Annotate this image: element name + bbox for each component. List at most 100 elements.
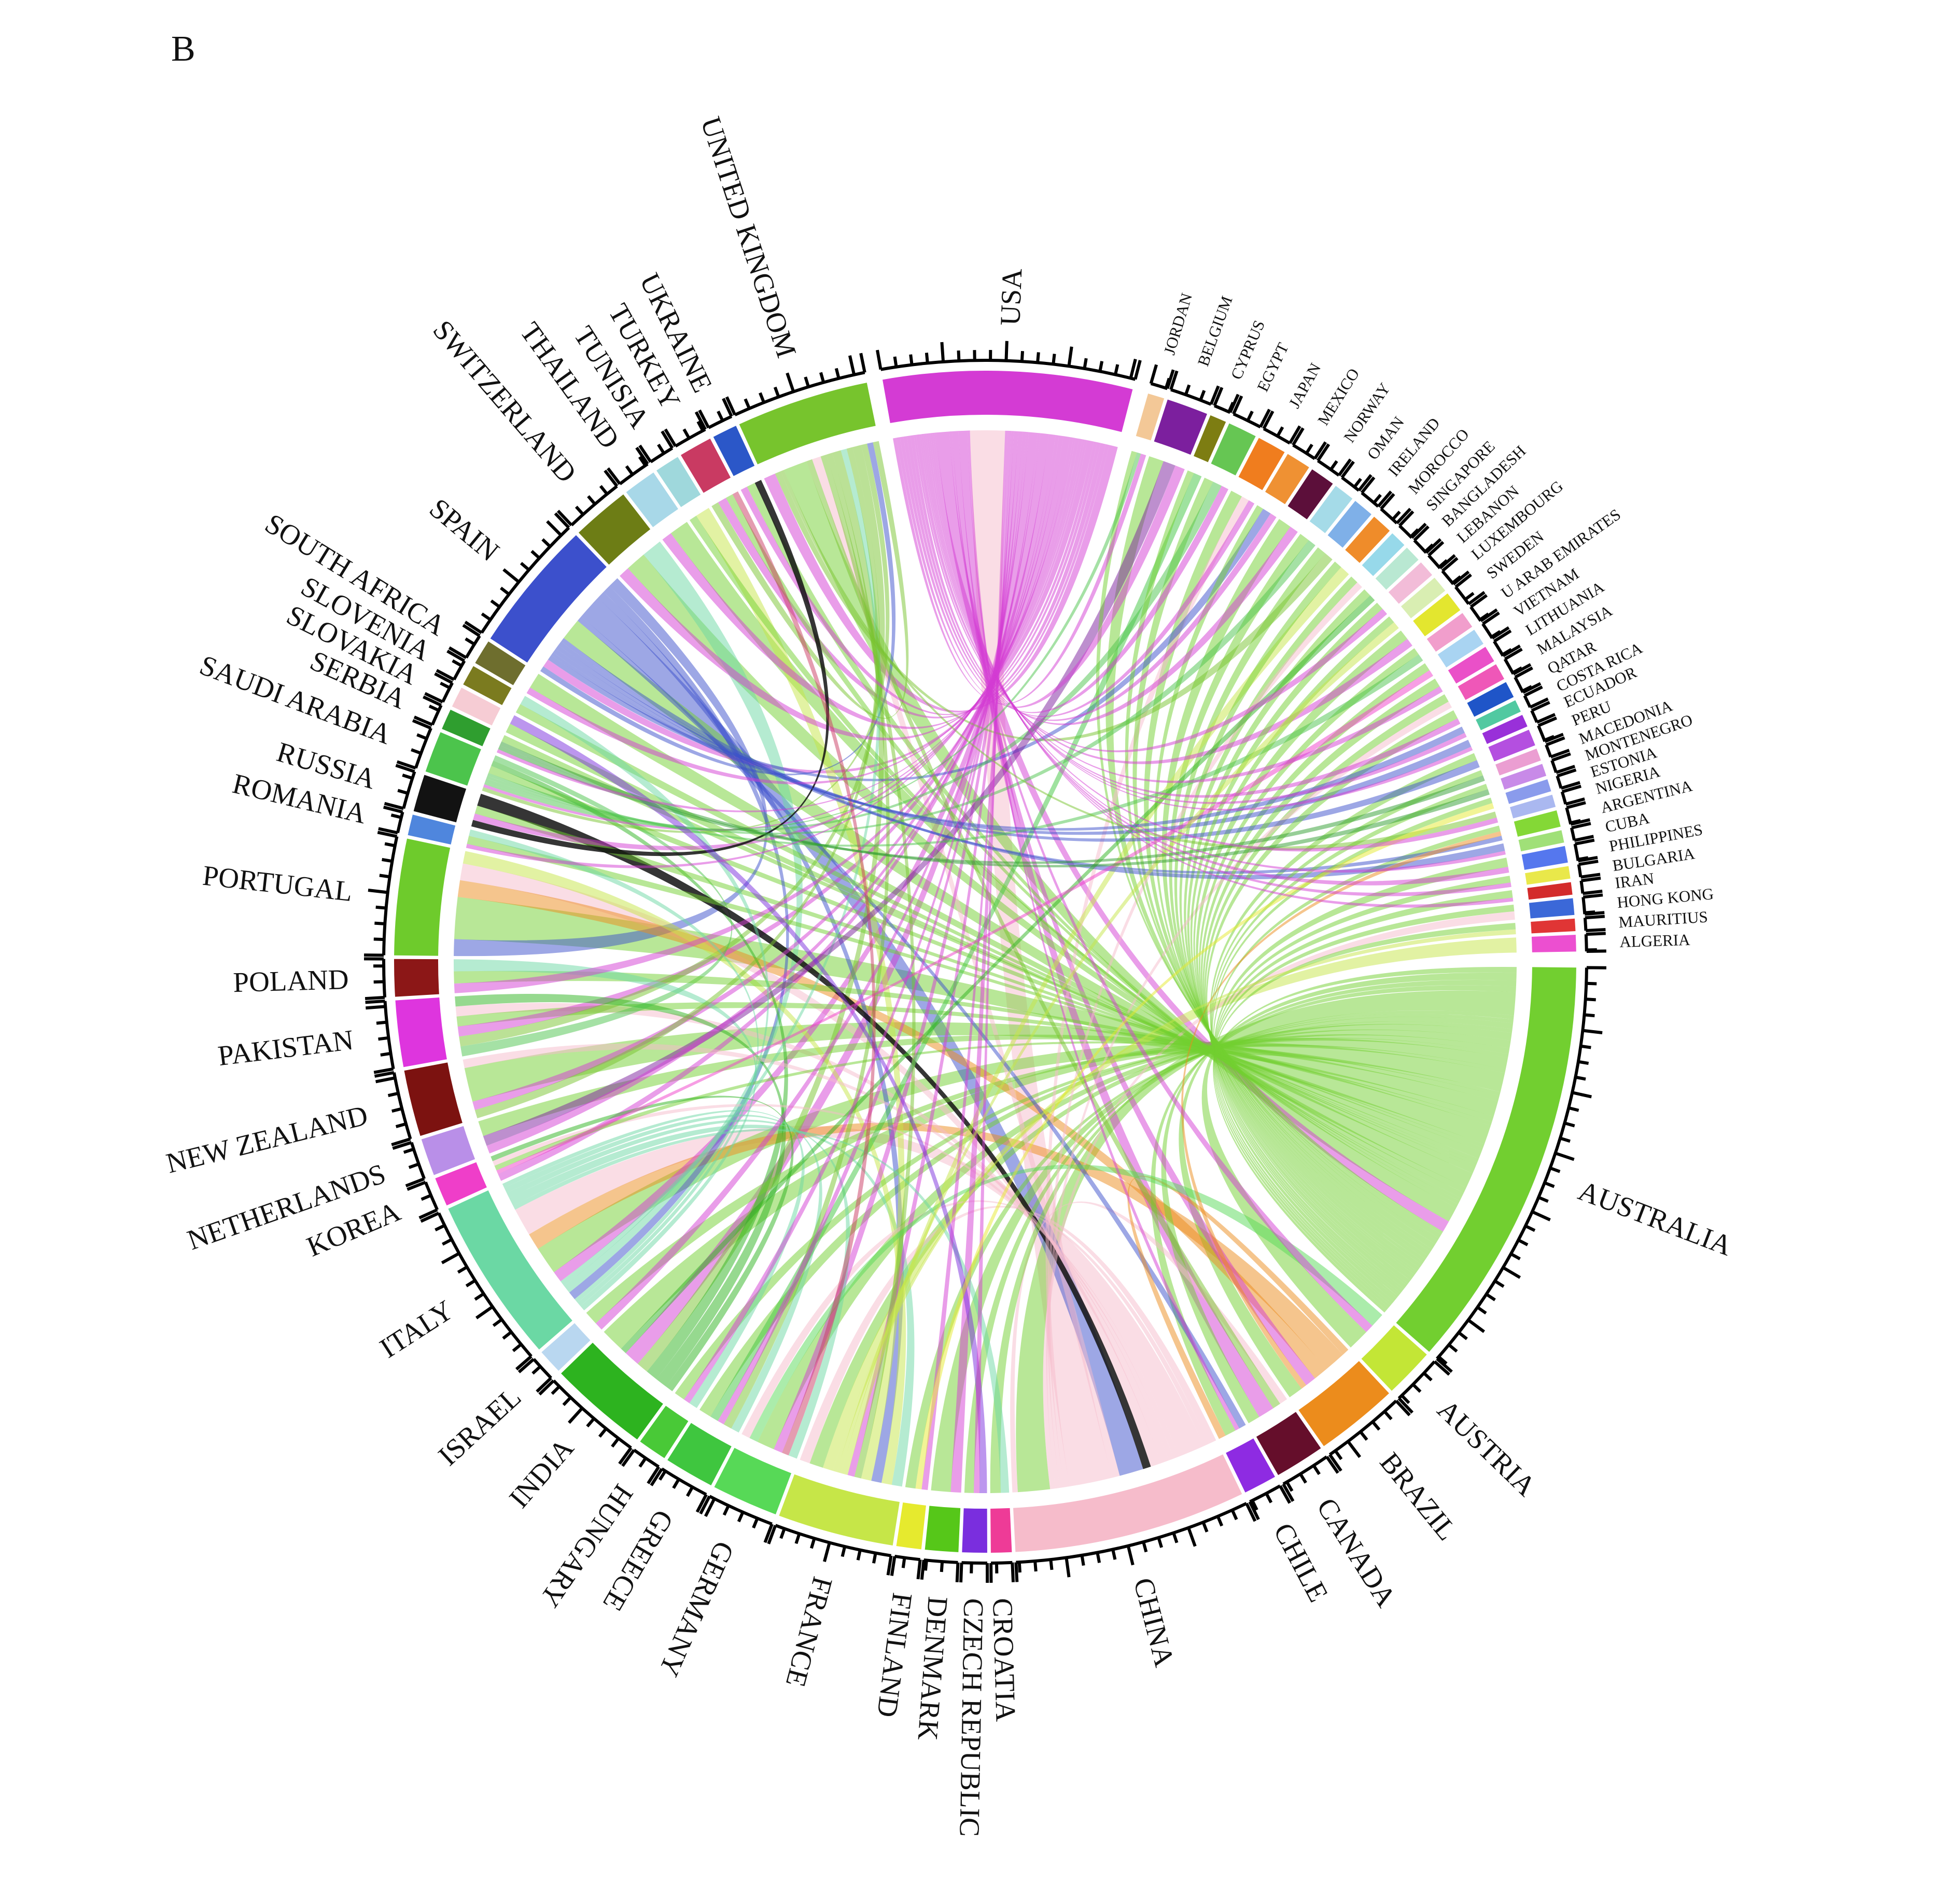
ribbon-australia-serbia xyxy=(501,735,1479,1162)
arc-macedonia xyxy=(1495,748,1541,776)
axis-austria xyxy=(1397,1360,1451,1414)
ribbon-spain-cuba xyxy=(561,638,1505,880)
axis-philippines xyxy=(1573,838,1598,863)
label-japan: JAPAN xyxy=(1285,360,1324,411)
arc-lithuania xyxy=(1448,647,1494,684)
ribbon-australia-austria xyxy=(1201,966,1517,1348)
arc-finland xyxy=(896,1502,926,1550)
axis-australia xyxy=(1436,966,1606,1373)
axis-usa xyxy=(876,341,1142,381)
axis-mexico xyxy=(1292,427,1327,460)
label-algeria: ALGERIA xyxy=(1619,931,1691,951)
arc-romania xyxy=(408,814,456,845)
axis-lebanon xyxy=(1427,541,1456,570)
arc-vietnam xyxy=(1437,629,1483,668)
arc-croatia xyxy=(990,1508,1012,1553)
arc-cyprus xyxy=(1194,415,1226,462)
axis-china xyxy=(1014,1502,1257,1582)
axis-argentina xyxy=(1565,801,1590,826)
axis-sweden xyxy=(1454,573,1486,606)
arc-nigeria xyxy=(1509,794,1556,819)
arc-montenegro xyxy=(1501,764,1547,790)
axis-canada xyxy=(1282,1455,1339,1502)
ribbon-brazil-chile xyxy=(1127,1175,1349,1439)
axis-germany xyxy=(699,1495,774,1543)
axis-russia xyxy=(384,764,416,810)
arc-egypt xyxy=(1211,423,1256,475)
axis-italy xyxy=(420,1212,533,1371)
label-egypt: EGYPT xyxy=(1253,340,1292,394)
ribbon-united-kingdom-india xyxy=(637,450,884,1372)
label-china: CHINA xyxy=(1128,1575,1181,1670)
arc-oman xyxy=(1309,486,1353,533)
axis-denmark xyxy=(920,1558,960,1582)
arc-ireland xyxy=(1327,501,1371,548)
arc-italy xyxy=(448,1190,572,1350)
arc-argentina xyxy=(1514,810,1561,837)
label-portugal: PORTUGAL xyxy=(201,860,354,908)
arc-tunisia xyxy=(656,457,701,508)
arc-japan xyxy=(1238,438,1285,490)
axis-oman xyxy=(1340,460,1373,492)
axis-turkey xyxy=(664,411,707,448)
ribbon-usa-thailand xyxy=(662,442,1101,729)
ribbons-layer xyxy=(453,430,1517,1493)
axis-bulgaria xyxy=(1577,860,1601,879)
ribbon-usa-serbia xyxy=(496,439,1085,812)
label-denmark: DENMARK xyxy=(912,1595,954,1741)
arc-qatar xyxy=(1467,682,1514,717)
label-finland: FINLAND xyxy=(871,1591,919,1719)
arc-bangladesh xyxy=(1375,547,1419,590)
ribbon-australia-singapore xyxy=(1184,576,1422,1268)
arc-greece xyxy=(667,1423,732,1486)
axis-portugal xyxy=(364,831,399,957)
axis-mauritius xyxy=(1583,915,1606,932)
arc-czech-republic xyxy=(962,1508,987,1553)
arc-luxembourg xyxy=(1401,578,1446,619)
axis-south-africa xyxy=(448,624,481,659)
axis-brazil xyxy=(1328,1399,1411,1472)
ribbon-france-tunisia xyxy=(696,508,905,1481)
label-germany: GERMANY xyxy=(653,1537,740,1681)
ribbon-australia-luxembourg xyxy=(1193,616,1416,1275)
arc-belgium xyxy=(1154,399,1207,455)
arc-estonia xyxy=(1505,779,1551,804)
label-mauritius: MAURITIUS xyxy=(1618,907,1709,931)
arc-hungary xyxy=(640,1406,689,1458)
ribbon-finland-estonia xyxy=(915,803,1494,1490)
arc-chile xyxy=(1226,1438,1275,1493)
label-italy: ITALY xyxy=(374,1294,459,1364)
axis-united-kingdom xyxy=(725,353,866,416)
label-austria: AUSTRIA xyxy=(1432,1394,1543,1502)
arc-germany xyxy=(714,1448,792,1514)
arc-peru xyxy=(1488,729,1535,762)
arc-spain xyxy=(490,535,607,663)
axis-netherlands xyxy=(392,1141,426,1188)
arc-singapore xyxy=(1362,533,1405,577)
arc-usa xyxy=(883,371,1133,432)
axis-montenegro xyxy=(1550,752,1576,774)
arc-ecuador xyxy=(1482,714,1528,744)
axis-estonia xyxy=(1556,768,1580,790)
arc-pakistan xyxy=(395,997,447,1067)
arc-poland xyxy=(394,959,439,997)
ribbon-china-korea xyxy=(492,1104,1179,1459)
ribbon-australia-romania xyxy=(467,836,1485,1148)
axis-france xyxy=(767,1524,893,1576)
axis-cuba xyxy=(1570,822,1594,842)
ribbon-australia-lebanon xyxy=(1190,602,1418,1273)
arc-china xyxy=(1013,1454,1242,1552)
ribbon-australia-lithuania xyxy=(1202,678,1440,1286)
axis-jordan xyxy=(1149,364,1175,390)
axis-vietnam xyxy=(1481,611,1510,640)
arc-morocco xyxy=(1345,516,1390,563)
axis-ukraine xyxy=(698,398,733,429)
label-new-zealand: NEW ZEALAND xyxy=(163,1099,371,1179)
ribbon-australia-israel xyxy=(586,1044,1506,1324)
axis-ticks-layer xyxy=(363,341,1606,1583)
ribbon-spain-portugal xyxy=(454,578,768,957)
arc-canada xyxy=(1256,1412,1321,1476)
arc-south-africa xyxy=(475,641,526,685)
axis-slovakia xyxy=(424,672,454,704)
